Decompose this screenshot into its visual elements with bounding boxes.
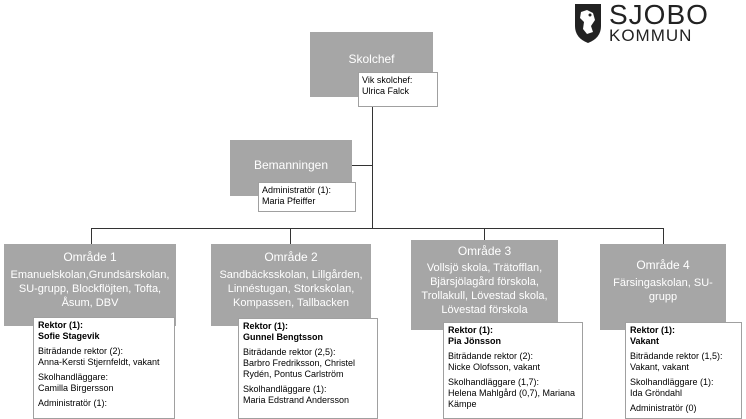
area-1-rektor-name: Sofie Stagevik: [38, 331, 100, 341]
area-4-rektor-label: Rektor (1):: [630, 325, 676, 335]
vik-skolchef-note: Vik skolchef: Ulrica Falck: [358, 72, 438, 107]
area-2-box: Område 2 Sandbäcksskolan, Lillgården, Li…: [211, 244, 371, 326]
area-1-title: Område 1: [63, 250, 117, 264]
area-1-rektor-label: Rektor (1):: [38, 320, 84, 330]
logo-text-sjobo: SJOBO: [609, 0, 709, 30]
area-4-handl-names: Ida Gröndahl: [630, 388, 683, 398]
area-2-bitr-label: Biträdande rektor (2,5):: [243, 347, 336, 357]
connector-area-2: [290, 228, 291, 244]
area-4-schools: Färsingaskolan, SU-grupp: [613, 277, 713, 303]
area-3-handl-label: Skolhandläggare (1,7):: [448, 377, 540, 387]
area-3-rektor-label: Rektor (1):: [448, 325, 494, 335]
area-3-bitr-label: Biträdande rektor (2):: [448, 351, 534, 361]
area-1-schools: Emanuelskolan,Grundsärskolan, SU-grupp, …: [10, 269, 170, 309]
skolchef-title: Skolchef: [348, 52, 395, 66]
area-4-rektor-name: Vakant: [630, 336, 660, 346]
connector-horizontal: [91, 228, 663, 229]
area-1-bitr-names: Anna-Kersti Stjernfeldt, vakant: [38, 357, 160, 367]
area-2-rektor-label: Rektor (1):: [243, 321, 289, 331]
area-2-rektor-name: Gunnel Bengtsson: [243, 332, 324, 342]
connector-area-4: [663, 228, 664, 244]
area-1-bitr-label: Biträdande rektor (2):: [38, 346, 124, 356]
area-4-admin-label: Administratör (0): [630, 403, 697, 413]
area-4-bitr-label: Biträdande rektor (1,5):: [630, 351, 723, 361]
vik-skolchef-label: Vik skolchef:: [362, 75, 413, 85]
bemanning-title: Bemanningen: [253, 158, 329, 172]
connector-area-3: [484, 228, 485, 244]
area-2-title: Område 2: [264, 250, 318, 264]
area-3-title: Område 3: [457, 244, 512, 258]
logo-text-kommun: KOMMUN: [609, 26, 693, 45]
bemanning-admin-note: Administratör (1): Maria Pfeiffer: [258, 182, 356, 212]
area-3-box: Område 3 Vollsjö skola, Trätofflan, Bjär…: [411, 240, 558, 330]
area-4-title: Område 4: [636, 258, 690, 272]
area-1-staff-card: Rektor (1): Sofie Stagevik Biträdande re…: [33, 317, 175, 419]
area-1-box: Område 1 Emanuelskolan,Grundsärskolan, S…: [4, 244, 176, 326]
area-3-handl-names: Helena Mahlgård (0,7), Mariana Kämpe: [448, 388, 576, 409]
area-3-rektor-name: Pia Jönsson: [448, 336, 502, 346]
area-2-handl-label: Skolhandläggare (1):: [243, 384, 327, 394]
area-4-box: Område 4 Färsingaskolan, SU-grupp: [600, 244, 726, 330]
area-4-staff-card: Rektor (1): Vakant Biträdande rektor (1,…: [625, 322, 742, 419]
area-1-handl-label: Skolhandläggare:: [38, 372, 109, 382]
area-3-staff-card: Rektor (1): Pia Jönsson Biträdande rekto…: [443, 322, 583, 419]
area-2-schools: Sandbäcksskolan, Lillgården, Linnéstugan…: [219, 269, 363, 309]
connector-bemanning: [352, 165, 372, 166]
coat-of-arms-icon: [575, 4, 601, 43]
sjobo-kommun-logo: SJOBO KOMMUN: [573, 0, 713, 46]
area-3-bitr-names: Nicke Olofsson, vakant: [448, 362, 541, 372]
bemanning-admin-name: Maria Pfeiffer: [262, 196, 316, 206]
area-2-handl-names: Maria Edstrand Andersson: [243, 395, 350, 405]
vik-skolchef-name: Ulrica Falck: [362, 86, 410, 96]
area-1-admin-label: Administratör (1):: [38, 398, 108, 408]
area-2-staff-card: Rektor (1): Gunnel Bengtsson Biträdande …: [238, 318, 378, 419]
area-4-bitr-names: Vakant, vakant: [630, 362, 689, 372]
bemanning-admin-label: Administratör (1):: [262, 185, 332, 195]
area-3-schools: Vollsjö skola, Trätofflan, Bjärsjölagård…: [421, 262, 548, 316]
connector-area-1: [91, 228, 92, 244]
connector-main-vertical: [372, 107, 373, 228]
area-1-handl-names: Camilla Birgersson: [38, 383, 114, 393]
area-4-handl-label: Skolhandläggare (1):: [630, 377, 714, 387]
area-2-bitr-names: Barbro Fredriksson, Christel Rydén, Pont…: [243, 358, 356, 379]
